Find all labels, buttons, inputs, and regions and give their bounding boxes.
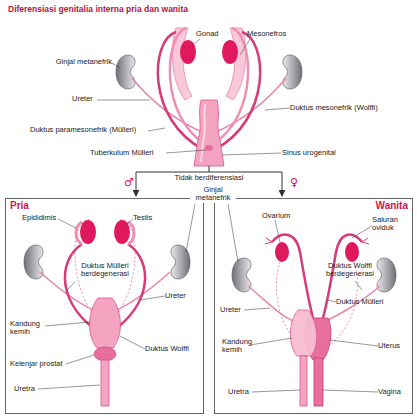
leader-line — [125, 219, 133, 225]
kidney — [116, 55, 135, 89]
part-label: Ovarium — [262, 212, 290, 220]
panel-box: Pria — [5, 198, 204, 414]
part-label: Kandung kemih — [222, 338, 262, 355]
sex-symbol: ♂ — [124, 177, 134, 189]
part-label: Duktus Mülleri berdegenerasi — [70, 262, 140, 279]
part-label: Tidak berdiferensiasi — [159, 174, 259, 182]
part-label: Ureter — [220, 306, 241, 314]
panel-heading: Pria — [6, 199, 203, 212]
leader-lines — [97, 39, 290, 155]
leader-lines — [38, 204, 378, 392]
leader-line — [192, 39, 200, 46]
bladder — [90, 298, 121, 348]
gonad — [180, 40, 196, 64]
diagram-title: Diferensiasi genitalia interna pria dan … — [8, 4, 188, 14]
mullerian-tubercle — [205, 145, 213, 151]
leader-line — [58, 219, 76, 228]
leader-line — [250, 338, 292, 345]
leader-line — [186, 204, 195, 252]
panel-heading: Wanita — [215, 199, 412, 212]
part-label: Duktus Mülleri — [336, 298, 384, 306]
leader-line — [45, 322, 90, 326]
gonad — [222, 40, 238, 64]
part-label: Duktus paramesonefrik (Mülleri) — [30, 126, 136, 134]
part-label: Duktus Wolffi berdegenerasi — [322, 262, 378, 279]
leader-line — [252, 390, 300, 392]
leader-line — [112, 63, 120, 68]
part-label: Ginjal metanefrik — [40, 58, 112, 66]
ovary — [345, 242, 359, 262]
leader-line — [166, 150, 206, 153]
part-label: Duktus mesonefrik (Wolffi) — [290, 104, 378, 112]
part-label: Gonad — [196, 30, 219, 38]
leader-line — [120, 336, 145, 349]
leader-line — [355, 281, 362, 290]
leader-line — [66, 355, 94, 364]
part-label: Vagina — [378, 388, 401, 396]
leader-line — [330, 340, 378, 346]
urogenital-sinus — [194, 100, 224, 166]
split-arrow — [282, 172, 283, 196]
vagina — [314, 358, 323, 406]
leader-line — [275, 220, 280, 242]
part-label: Saluran oviduk — [372, 216, 412, 233]
sex-symbol: ♀ — [290, 177, 298, 189]
leader-line — [240, 39, 250, 55]
leader-line — [352, 226, 372, 238]
prostate — [94, 347, 116, 361]
wolffian-duct — [214, 32, 260, 150]
part-label: Kelenjar prostat — [10, 360, 63, 368]
leader-line — [38, 385, 100, 389]
split-arrow — [136, 172, 137, 196]
part-label: Uterus — [378, 342, 400, 350]
leader-line — [328, 300, 336, 302]
leader-line — [140, 296, 165, 300]
bladder — [290, 310, 316, 356]
leader-line — [67, 282, 75, 290]
part-label: Sinus urogenital — [282, 149, 336, 157]
leader-line — [97, 100, 150, 101]
part-label: Ureter — [72, 95, 93, 103]
kidney — [171, 245, 190, 279]
oviduct — [322, 235, 362, 322]
testis — [114, 220, 130, 244]
split-bracket — [136, 166, 282, 172]
urethra — [101, 360, 109, 406]
leader-line — [323, 390, 378, 392]
ureter — [216, 78, 286, 132]
part-label: Tuberkulum Mülleri — [90, 149, 154, 157]
ovary — [275, 242, 289, 262]
kidney — [24, 245, 43, 279]
oviduct — [272, 235, 314, 322]
part-label: Uretra — [14, 385, 35, 393]
part-label: Duktus Wolffi — [145, 345, 189, 353]
leader-line — [222, 153, 281, 155]
wolffian-duct — [158, 32, 204, 150]
part-label: Kandung kemih — [10, 320, 50, 337]
kidney — [283, 55, 302, 89]
part-label: Ginjal metanefrik — [190, 186, 236, 203]
ureter — [248, 286, 296, 322]
part-label: Mesonefros — [247, 30, 286, 38]
urethra — [300, 356, 307, 406]
leader-line — [148, 128, 165, 131]
part-label: Epididimis — [22, 214, 56, 222]
part-label: Uretra — [228, 388, 249, 396]
part-label: Testis — [133, 214, 152, 222]
leader-line — [244, 308, 270, 310]
leader-line — [228, 204, 238, 262]
sinus-highlight — [201, 104, 205, 162]
part-label: Ureter — [165, 292, 186, 300]
ureter — [132, 78, 202, 132]
leader-line — [265, 108, 290, 110]
testis — [80, 220, 96, 244]
